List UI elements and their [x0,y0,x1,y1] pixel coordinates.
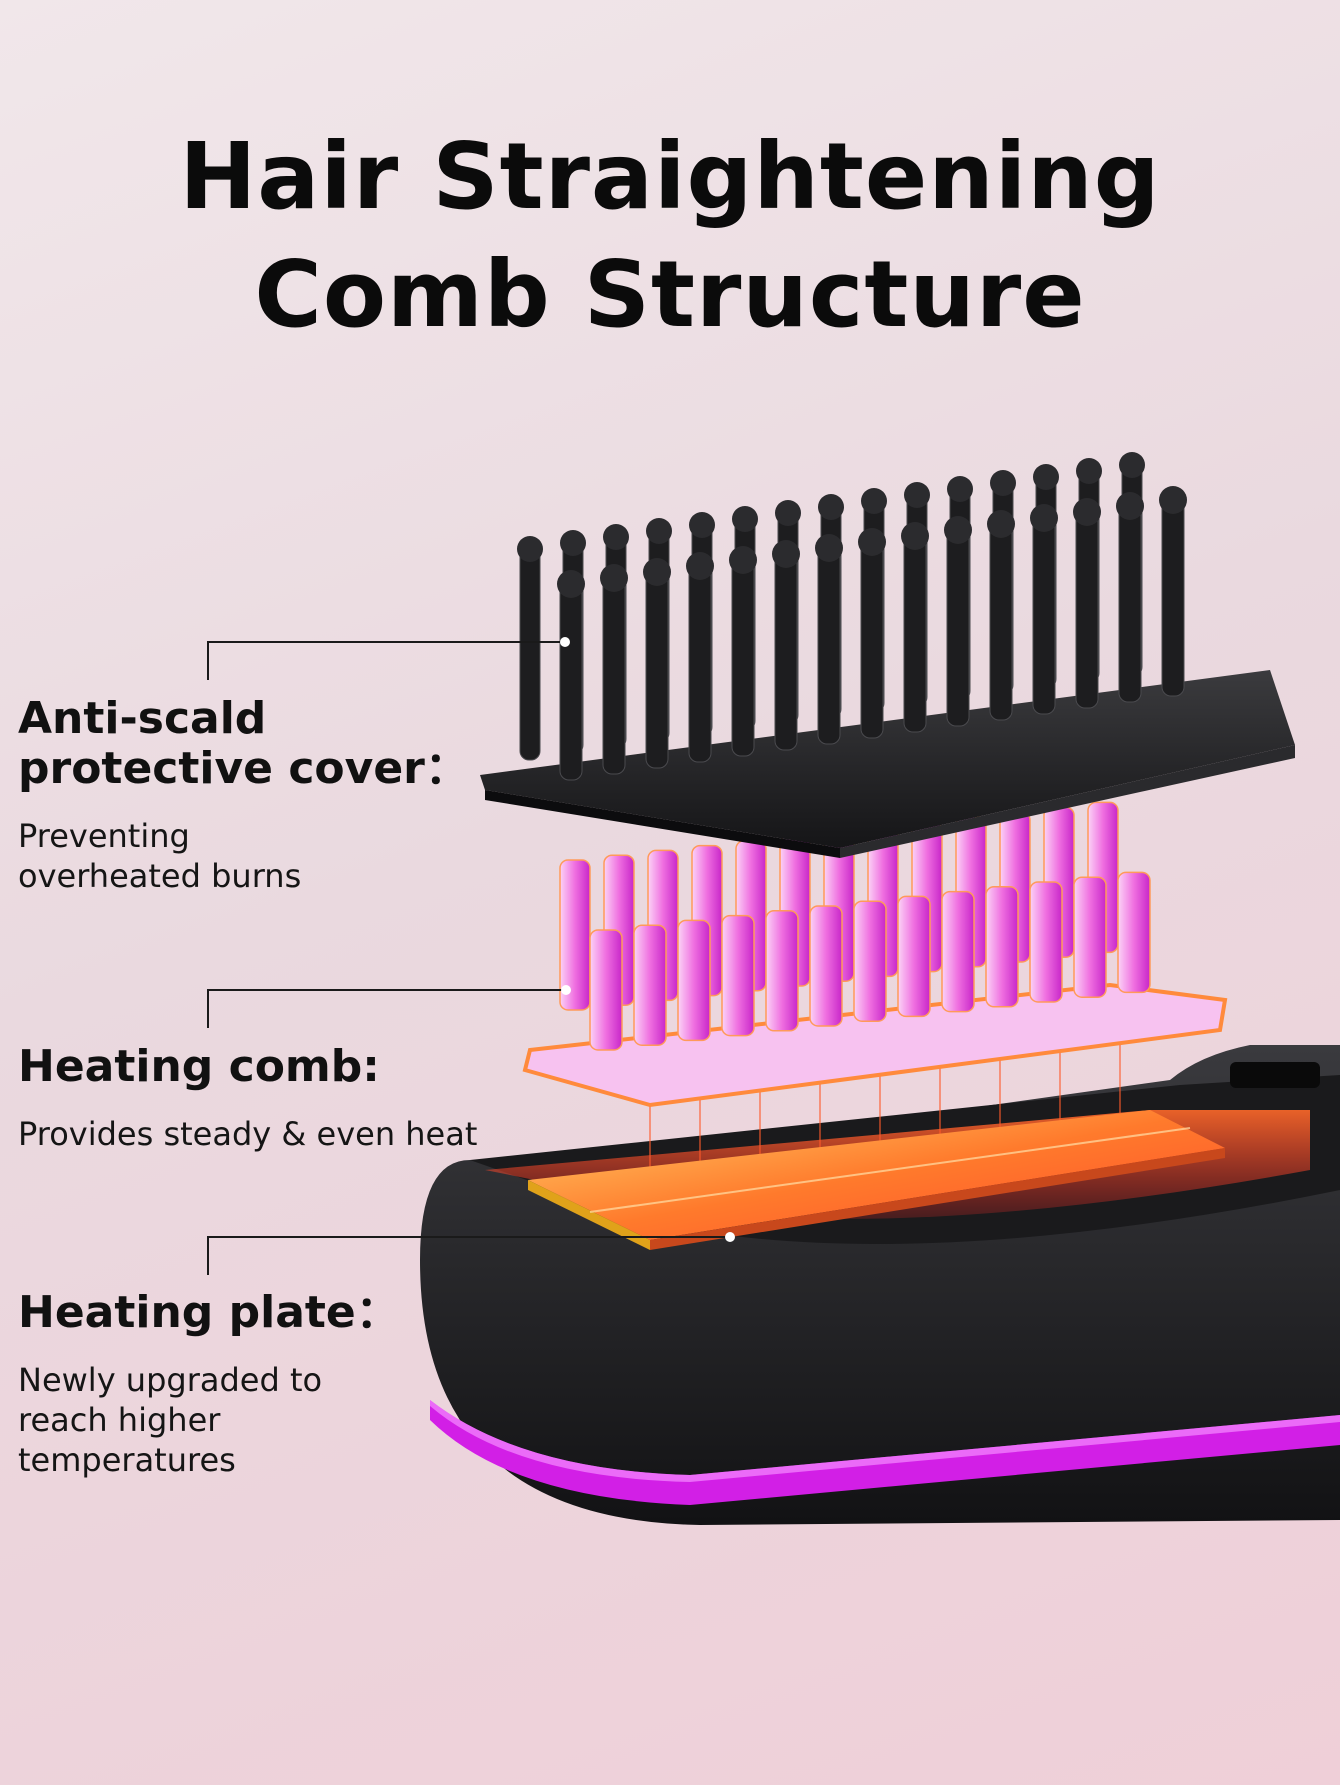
heating-plate [528,1110,1225,1250]
cover-tooth-tip [944,516,972,544]
cover-tooth-tip [901,522,929,550]
cover-tooth-tip [643,558,671,586]
callout-line-cover [207,641,565,680]
label-protective-cover: Anti-scald protective cover： Preventing … [18,694,469,896]
cover-tooth-tip [1116,492,1144,520]
page-title: Hair Straightening Comb Structure [0,118,1340,354]
heating-comb-tooth [1073,876,1107,998]
heating-comb-heading: Heating comb: [18,1041,380,1092]
callout-line-comb [207,989,566,1028]
cover-tooth [1032,513,1056,715]
heating-comb-tooth [1117,871,1151,994]
heating-comb-tooth [853,900,887,1022]
cover-tooth-tip [858,528,886,556]
cover-tooth [602,573,626,775]
heating-comb-tooth [677,919,711,1042]
cover-tooth [688,561,712,763]
cover-tooth-tip [815,534,843,562]
cover-tooth [817,543,841,745]
cover-tooth-tip [732,506,758,532]
cover-tooth-tip [600,564,628,592]
title-line-2: Comb Structure [254,241,1086,348]
cover-tooth [903,531,927,733]
cover-tooth [1118,501,1142,703]
protective-cover-heading: Anti-scald protective cover： [18,693,469,794]
cover-tooth [645,567,669,769]
heating-comb-description: Provides steady & even heat [18,1115,478,1153]
cover-tooth [559,579,583,781]
protective-cover-description: Preventing overheated burns [18,817,302,895]
heating-comb-tooth [633,924,667,1046]
cover-tooth [946,525,970,727]
cover-tooth-tip [987,510,1015,538]
cover-tooth-tip [1119,452,1145,478]
cover-tooth-tip [947,476,973,502]
cover-tooth-tip [772,540,800,568]
cover-tooth-tip [689,512,715,538]
cover-tooth-tip [1073,498,1101,526]
heating-plate-heading: Heating plate： [18,1287,400,1338]
cover-tooth-tip [990,470,1016,496]
cover-tooth-tip [603,524,629,550]
cover-tooth [1075,507,1099,709]
callout-line-plate [207,1236,730,1275]
cover-tooth-tip [1033,464,1059,490]
cover-tooth-tip [729,546,757,574]
cover-tooth [731,555,755,757]
cover-tooth-tip [1030,504,1058,532]
cover-tooth-tip [557,570,585,598]
cover-tooth-tip [818,494,844,520]
cover-tooth [860,537,884,739]
cover-tooth-tip [686,552,714,580]
heating-comb-tooth [985,886,1019,1008]
heating-comb-tooth [1029,881,1063,1003]
heating-comb-tooth [897,895,931,1018]
protective-cover [480,452,1295,858]
cover-tooth-tip [861,488,887,514]
cover-tooth-tip [517,536,543,562]
cover-tooth-tip [1076,458,1102,484]
heating-comb-tooth [589,929,623,1051]
heating-comb-tooth [765,910,799,1032]
cover-tooth-tip [560,530,586,556]
cover-tooth [1161,495,1185,697]
cover-tooth-tip [1159,486,1187,514]
heating-comb-tooth [941,890,975,1013]
title-line-1: Hair Straightening [179,123,1161,230]
cover-tooth-tip [646,518,672,544]
callout-lines [207,637,735,1275]
cover-tooth-tip [904,482,930,508]
label-heating-plate: Heating plate： Newly upgraded to reach h… [18,1288,400,1480]
cover-tooth [989,519,1013,721]
heating-comb-tooth [721,914,755,1037]
heating-plate-description: Newly upgraded to reach higher temperatu… [18,1361,323,1479]
cover-tooth-tip [775,500,801,526]
cover-tooth [519,544,541,761]
heating-comb-tooth [809,905,843,1027]
cover-tooth [774,549,798,751]
label-heating-comb: Heating comb: Provides steady & even hea… [18,1042,477,1154]
heating-comb [522,801,1228,1108]
